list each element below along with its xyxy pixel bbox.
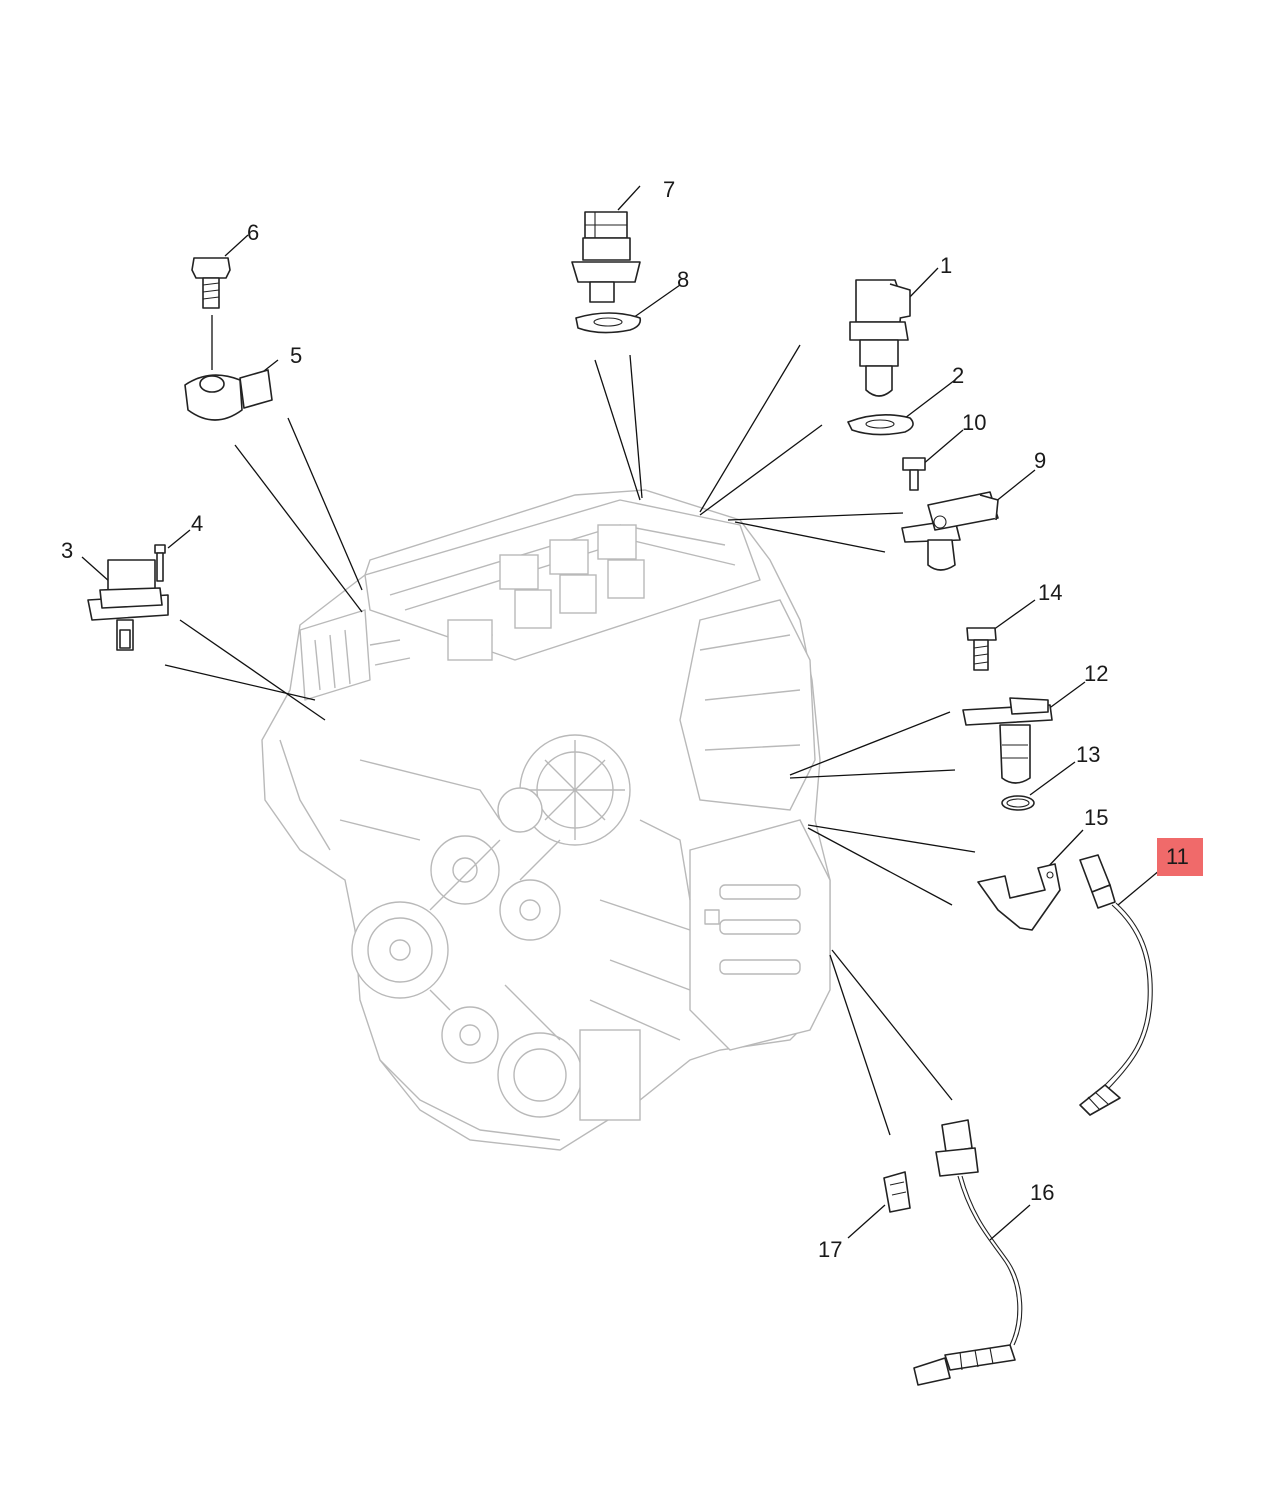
part-3-map-sensor[interactable] (87, 559, 169, 651)
part-6-bolt[interactable] (191, 257, 231, 309)
part-12-crankshaft-sensor[interactable] (962, 697, 1053, 784)
part-2-sealing-washer[interactable] (847, 414, 914, 436)
callout-labels: 1 2 3 4 5 6 7 8 9 10 11 12 13 14 15 16 1… (61, 177, 1189, 1262)
part-4-screw[interactable] (154, 544, 166, 582)
callout-15[interactable]: 15 (1084, 805, 1108, 830)
leader-lines (81, 185, 1161, 1241)
part-17-clip[interactable] (883, 1171, 911, 1213)
engine-assembly (261, 489, 831, 1151)
part-15-bracket[interactable] (977, 863, 1061, 931)
callout-6[interactable]: 6 (247, 220, 259, 245)
callout-3[interactable]: 3 (61, 538, 73, 563)
callout-4[interactable]: 4 (191, 511, 203, 536)
callout-11-highlight (1157, 838, 1203, 876)
callout-9[interactable]: 9 (1034, 448, 1046, 473)
part-10-screw[interactable] (902, 457, 926, 491)
callout-8[interactable]: 8 (677, 267, 689, 292)
callout-7[interactable]: 7 (663, 177, 675, 202)
callout-2[interactable]: 2 (952, 363, 964, 388)
part-16-oxygen-sensor[interactable] (913, 1119, 1023, 1386)
part-14-bolt[interactable] (966, 627, 997, 671)
part-1-coolant-temperature-sensor[interactable] (849, 279, 911, 397)
callout-17[interactable]: 17 (818, 1237, 842, 1262)
callout-12[interactable]: 12 (1084, 661, 1108, 686)
callout-13[interactable]: 13 (1076, 742, 1100, 767)
callout-10[interactable]: 10 (962, 410, 986, 435)
part-5-knock-sensor[interactable] (184, 369, 273, 421)
callout-14[interactable]: 14 (1038, 580, 1062, 605)
callout-16[interactable]: 16 (1030, 1180, 1054, 1205)
callout-5[interactable]: 5 (290, 343, 302, 368)
part-7-oil-pressure-switch[interactable] (571, 211, 641, 303)
callout-11[interactable]: 11 (1166, 844, 1189, 869)
part-13-o-ring[interactable] (1001, 795, 1035, 811)
callout-1[interactable]: 1 (940, 253, 952, 278)
part-9-camshaft-sensor[interactable] (901, 491, 999, 571)
part-8-gasket[interactable] (575, 312, 642, 334)
part-11-oxygen-sensor[interactable] (1079, 854, 1153, 1116)
